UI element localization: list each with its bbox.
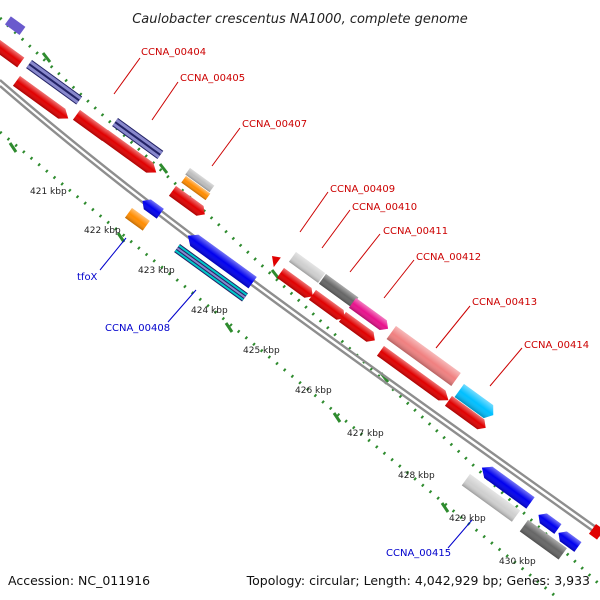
gene-feature xyxy=(288,251,326,283)
gene-feature xyxy=(461,474,521,522)
gene-feature xyxy=(454,384,494,419)
gene-feature xyxy=(112,118,164,160)
forward-leader-lines xyxy=(113,57,523,387)
gene-feature xyxy=(376,346,449,401)
gene-feature xyxy=(142,199,164,219)
gene-label[interactable]: CCNA_00413 xyxy=(472,297,537,308)
genome-summary-text: Topology: circular; Length: 4,042,929 bp… xyxy=(246,573,590,588)
gene-label[interactable]: CCNA_00407 xyxy=(242,119,307,130)
gene-feature xyxy=(185,168,215,193)
map-title: Caulobacter crescentus NA1000, complete … xyxy=(132,12,468,27)
tick-label: 425 kbp xyxy=(243,346,280,356)
outer-tick-marks xyxy=(41,52,499,486)
gene-label[interactable]: CCNA_00412 xyxy=(416,252,481,263)
inner-tick-marks xyxy=(8,142,450,513)
gene-feature xyxy=(72,110,110,141)
gene-label[interactable]: CCNA_00409 xyxy=(330,184,395,195)
tick-label: 424 kbp xyxy=(191,306,228,316)
gene-label[interactable]: tfoX xyxy=(77,272,98,283)
tick-label: 429 kbp xyxy=(449,514,486,524)
gene-label[interactable]: CCNA_00410 xyxy=(352,202,417,213)
genome-backbone xyxy=(0,79,600,537)
gene-label[interactable]: CCNA_00408 xyxy=(105,323,170,334)
gene-feature xyxy=(348,298,389,331)
gene-feature xyxy=(588,524,600,540)
gene-label[interactable]: CCNA_00415 xyxy=(386,548,451,559)
gene-feature xyxy=(168,186,205,216)
tick-label: 427 kbp xyxy=(347,429,384,439)
gene-feature xyxy=(124,208,150,231)
gene-feature xyxy=(481,466,535,509)
gene-feature xyxy=(174,243,248,302)
gene-feature xyxy=(338,312,375,342)
gene-feature xyxy=(0,40,25,68)
tick-label: 422 kbp xyxy=(84,226,121,236)
reverse-genes xyxy=(124,199,582,560)
gene-feature xyxy=(519,520,567,560)
gene-feature xyxy=(538,513,562,534)
gene-label[interactable]: CCNA_00411 xyxy=(383,226,448,237)
accession-text: Accession: NC_011916 xyxy=(8,573,150,588)
gene-labels: CCNA_00404 CCNA_00405 CCNA_00407 CCNA_00… xyxy=(77,47,589,559)
gene-feature xyxy=(12,76,69,119)
tick-label: 421 kbp xyxy=(30,187,67,197)
inner-dot-line xyxy=(0,130,561,600)
tick-label: 423 kbp xyxy=(138,266,175,276)
tick-label: 428 kbp xyxy=(398,471,435,481)
gene-feature xyxy=(276,268,313,298)
gene-feature xyxy=(558,531,582,552)
reverse-leader-lines xyxy=(99,237,473,549)
kbp-tick-labels: 421 kbp 422 kbp 423 kbp 424 kbp 425 kbp … xyxy=(30,187,536,567)
gene-feature xyxy=(318,274,359,308)
gene-feature xyxy=(272,256,281,268)
tick-label: 430 kbp xyxy=(499,557,536,567)
gene-feature xyxy=(386,326,461,386)
gene-label[interactable]: CCNA_00414 xyxy=(524,340,589,351)
forward-genes xyxy=(0,16,600,540)
gene-feature xyxy=(26,60,83,105)
tick-label: 426 kbp xyxy=(295,386,332,396)
gene-feature xyxy=(100,130,157,173)
gene-feature xyxy=(444,396,486,430)
gene-feature xyxy=(187,234,257,289)
gene-label[interactable]: CCNA_00404 xyxy=(141,47,206,58)
gene-feature xyxy=(181,176,211,201)
gene-feature xyxy=(308,290,345,320)
gene-label[interactable]: CCNA_00405 xyxy=(180,73,245,84)
inner-dot-ring xyxy=(0,130,561,600)
